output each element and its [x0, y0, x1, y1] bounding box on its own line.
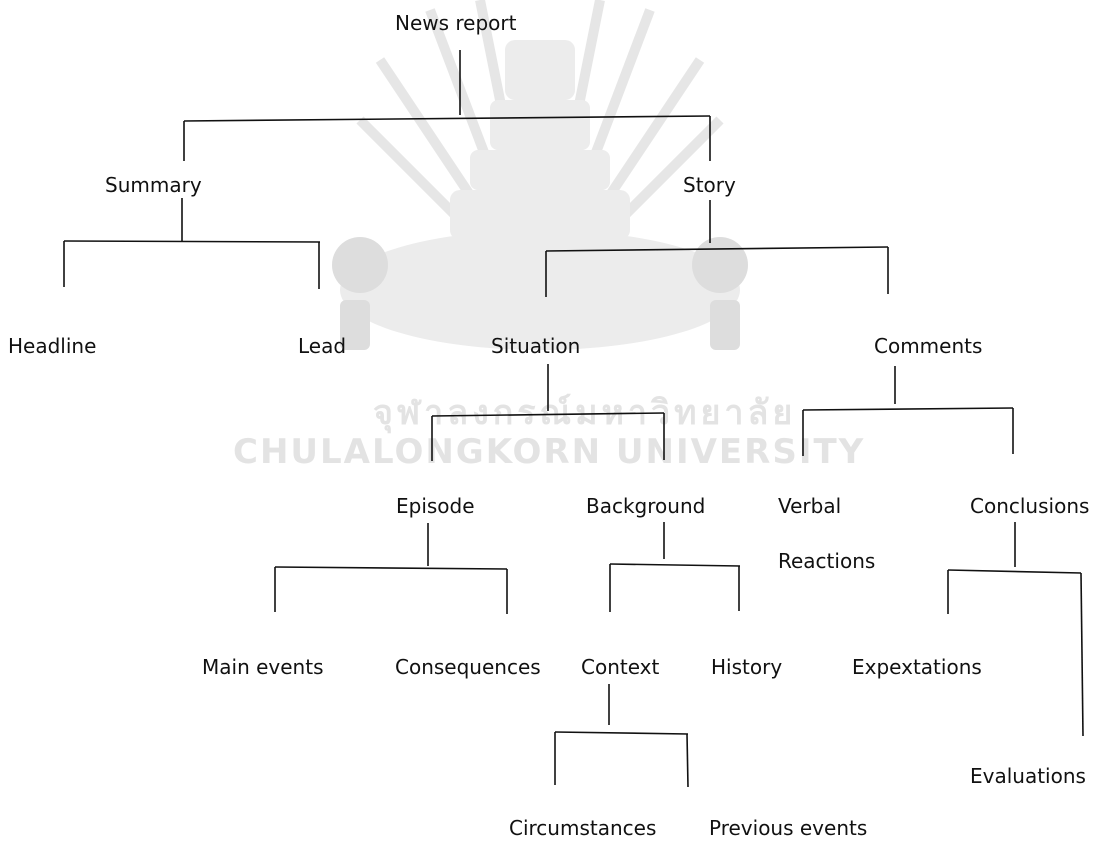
node-background: Background [586, 494, 706, 518]
node-headline: Headline [8, 334, 97, 358]
node-summary: Summary [105, 173, 202, 197]
node-lead: Lead [298, 334, 347, 358]
node-comments: Comments [874, 334, 983, 358]
node-situation: Situation [491, 334, 581, 358]
node-consequences: Consequences [395, 655, 541, 679]
node-episode: Episode [396, 494, 475, 518]
node-verbal: Verbal [778, 494, 842, 518]
node-reactions: Reactions [778, 549, 876, 573]
node-history: History [711, 655, 783, 679]
node-main-events: Main events [202, 655, 324, 679]
node-evaluations: Evaluations [970, 764, 1086, 788]
node-story: Story [683, 173, 736, 197]
watermark-thai-text: จุฬาลงกรณ์มหาวิทยาลัย [373, 393, 797, 433]
node-conclusions: Conclusions [970, 494, 1090, 518]
node-circumstances: Circumstances [509, 816, 657, 840]
node-context: Context [581, 655, 660, 679]
node-news-report: News report [395, 11, 517, 35]
node-previous-events: Previous events [709, 816, 868, 840]
node-expextations: Expextations [852, 655, 982, 679]
watermark-english-text: CHULALONGKORN UNIVERSITY [233, 432, 866, 472]
